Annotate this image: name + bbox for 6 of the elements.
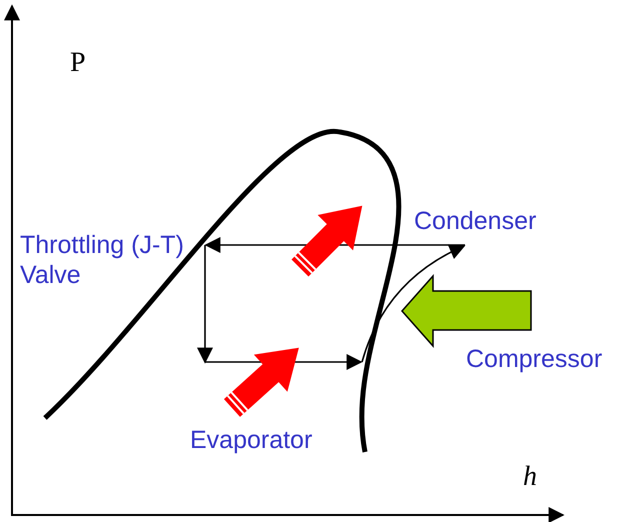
axis-label: h bbox=[523, 462, 537, 492]
component-label: Compressor bbox=[466, 344, 602, 374]
component-label: Condenser bbox=[414, 206, 536, 236]
component-label: Throttling (J-T) Valve bbox=[20, 230, 185, 290]
component-label: Evaporator bbox=[190, 425, 312, 455]
axis-label: P bbox=[70, 48, 86, 78]
